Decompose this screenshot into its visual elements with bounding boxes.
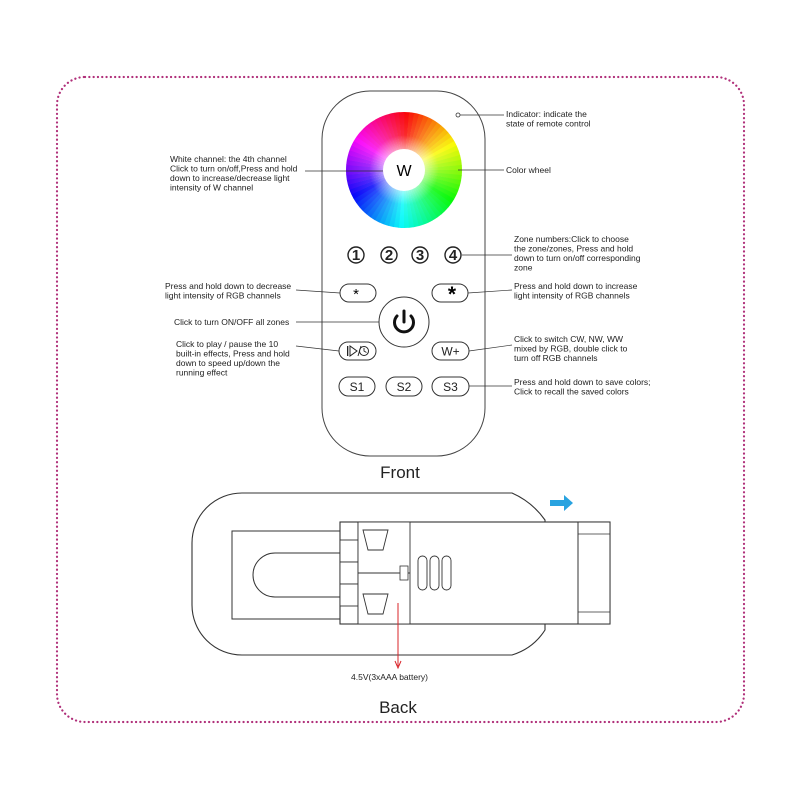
annotation-line: Press and hold down to decrease [165, 281, 291, 291]
battery-label: 4.5V(3xAAA battery) [351, 672, 428, 682]
annotation-save: Press and hold down to save colors;Click… [514, 377, 651, 397]
annotation-line: down to increase/decrease light [170, 173, 290, 183]
annotation-line: down to turn on/off corresponding [514, 253, 641, 263]
front-caption: Front [380, 463, 420, 482]
scene-label-s2: S2 [397, 380, 412, 394]
annotation-line: zone [514, 263, 533, 273]
scene-button-s1[interactable]: S1 [338, 376, 376, 397]
annotation-line: Press and hold down to increase [514, 281, 638, 291]
w-plus-button[interactable]: W+ [431, 341, 470, 361]
annotation-line: Click to play / pause the 10 [176, 339, 278, 349]
annotation-line: Click to recall the saved colors [514, 387, 629, 397]
annotation-line: light intensity of RGB channels [514, 291, 630, 301]
annotation-line: turn off RGB channels [514, 353, 597, 363]
zone-number-2: 2 [385, 247, 393, 264]
back-caption: Back [379, 698, 417, 717]
scene-label-s1: S1 [350, 380, 365, 394]
zone-number-3: 3 [416, 247, 424, 264]
annotation-line: the zone/zones, Press and hold [514, 244, 633, 254]
annotation-line: Click to switch CW, NW, WW [514, 334, 623, 344]
w-plus-label: W+ [441, 345, 459, 359]
brightness-up-icon: * [448, 283, 457, 306]
annotation-line: light intensity of RGB channels [165, 291, 281, 301]
zone-number-4: 4 [449, 247, 458, 264]
annotation-line: Zone numbers:Click to choose [514, 234, 629, 244]
power-icon [393, 309, 415, 334]
annotation-line: state of remote control [506, 119, 591, 129]
annotation-line: Indicator: indicate the [506, 109, 587, 119]
zone-button-4[interactable]: 4 [444, 246, 462, 264]
annotation-line: down to speed up/down the [176, 358, 280, 368]
scene-label-s3: S3 [443, 380, 458, 394]
annotation-line: White channel: the 4th channel [170, 154, 287, 164]
annotation-line: built-in effects, Press and hold [176, 349, 290, 359]
annotation-color-wheel: Color wheel [506, 165, 551, 175]
scene-button-s2[interactable]: S2 [385, 376, 423, 397]
zone-button-2[interactable]: 2 [380, 246, 398, 264]
annotation-line: intensity of W channel [170, 183, 253, 193]
brightness-down-icon: * [353, 286, 359, 303]
scene-button-s3[interactable]: S3 [431, 376, 470, 397]
annotation-line: mixed by RGB, double click to [514, 344, 628, 354]
annotation-line: Press and hold down to save colors; [514, 377, 651, 387]
w-button[interactable] [383, 149, 425, 191]
play-mode-button[interactable] [338, 341, 377, 361]
annotation-line: Click to turn on/off,Press and hold [170, 164, 298, 174]
w-button-label: W [396, 163, 412, 180]
slide-direction-arrow-icon [550, 495, 573, 511]
zone-button-3[interactable]: 3 [411, 246, 429, 264]
brightness-down-button[interactable]: * [339, 283, 377, 303]
zone-number-1: 1 [352, 247, 360, 264]
annotation-power: Click to turn ON/OFF all zones [174, 317, 289, 327]
play-speed-icon [347, 345, 369, 357]
battery-tray-end [577, 521, 611, 625]
leader-lines [295, 114, 513, 387]
annotation-line: Click to turn ON/OFF all zones [174, 317, 289, 327]
zone-button-1[interactable]: 1 [347, 246, 365, 264]
annotation-line: running effect [176, 368, 228, 378]
power-button[interactable] [378, 296, 430, 348]
annotation-line: Color wheel [506, 165, 551, 175]
battery-pointer [394, 603, 402, 670]
remote-back [191, 492, 611, 656]
